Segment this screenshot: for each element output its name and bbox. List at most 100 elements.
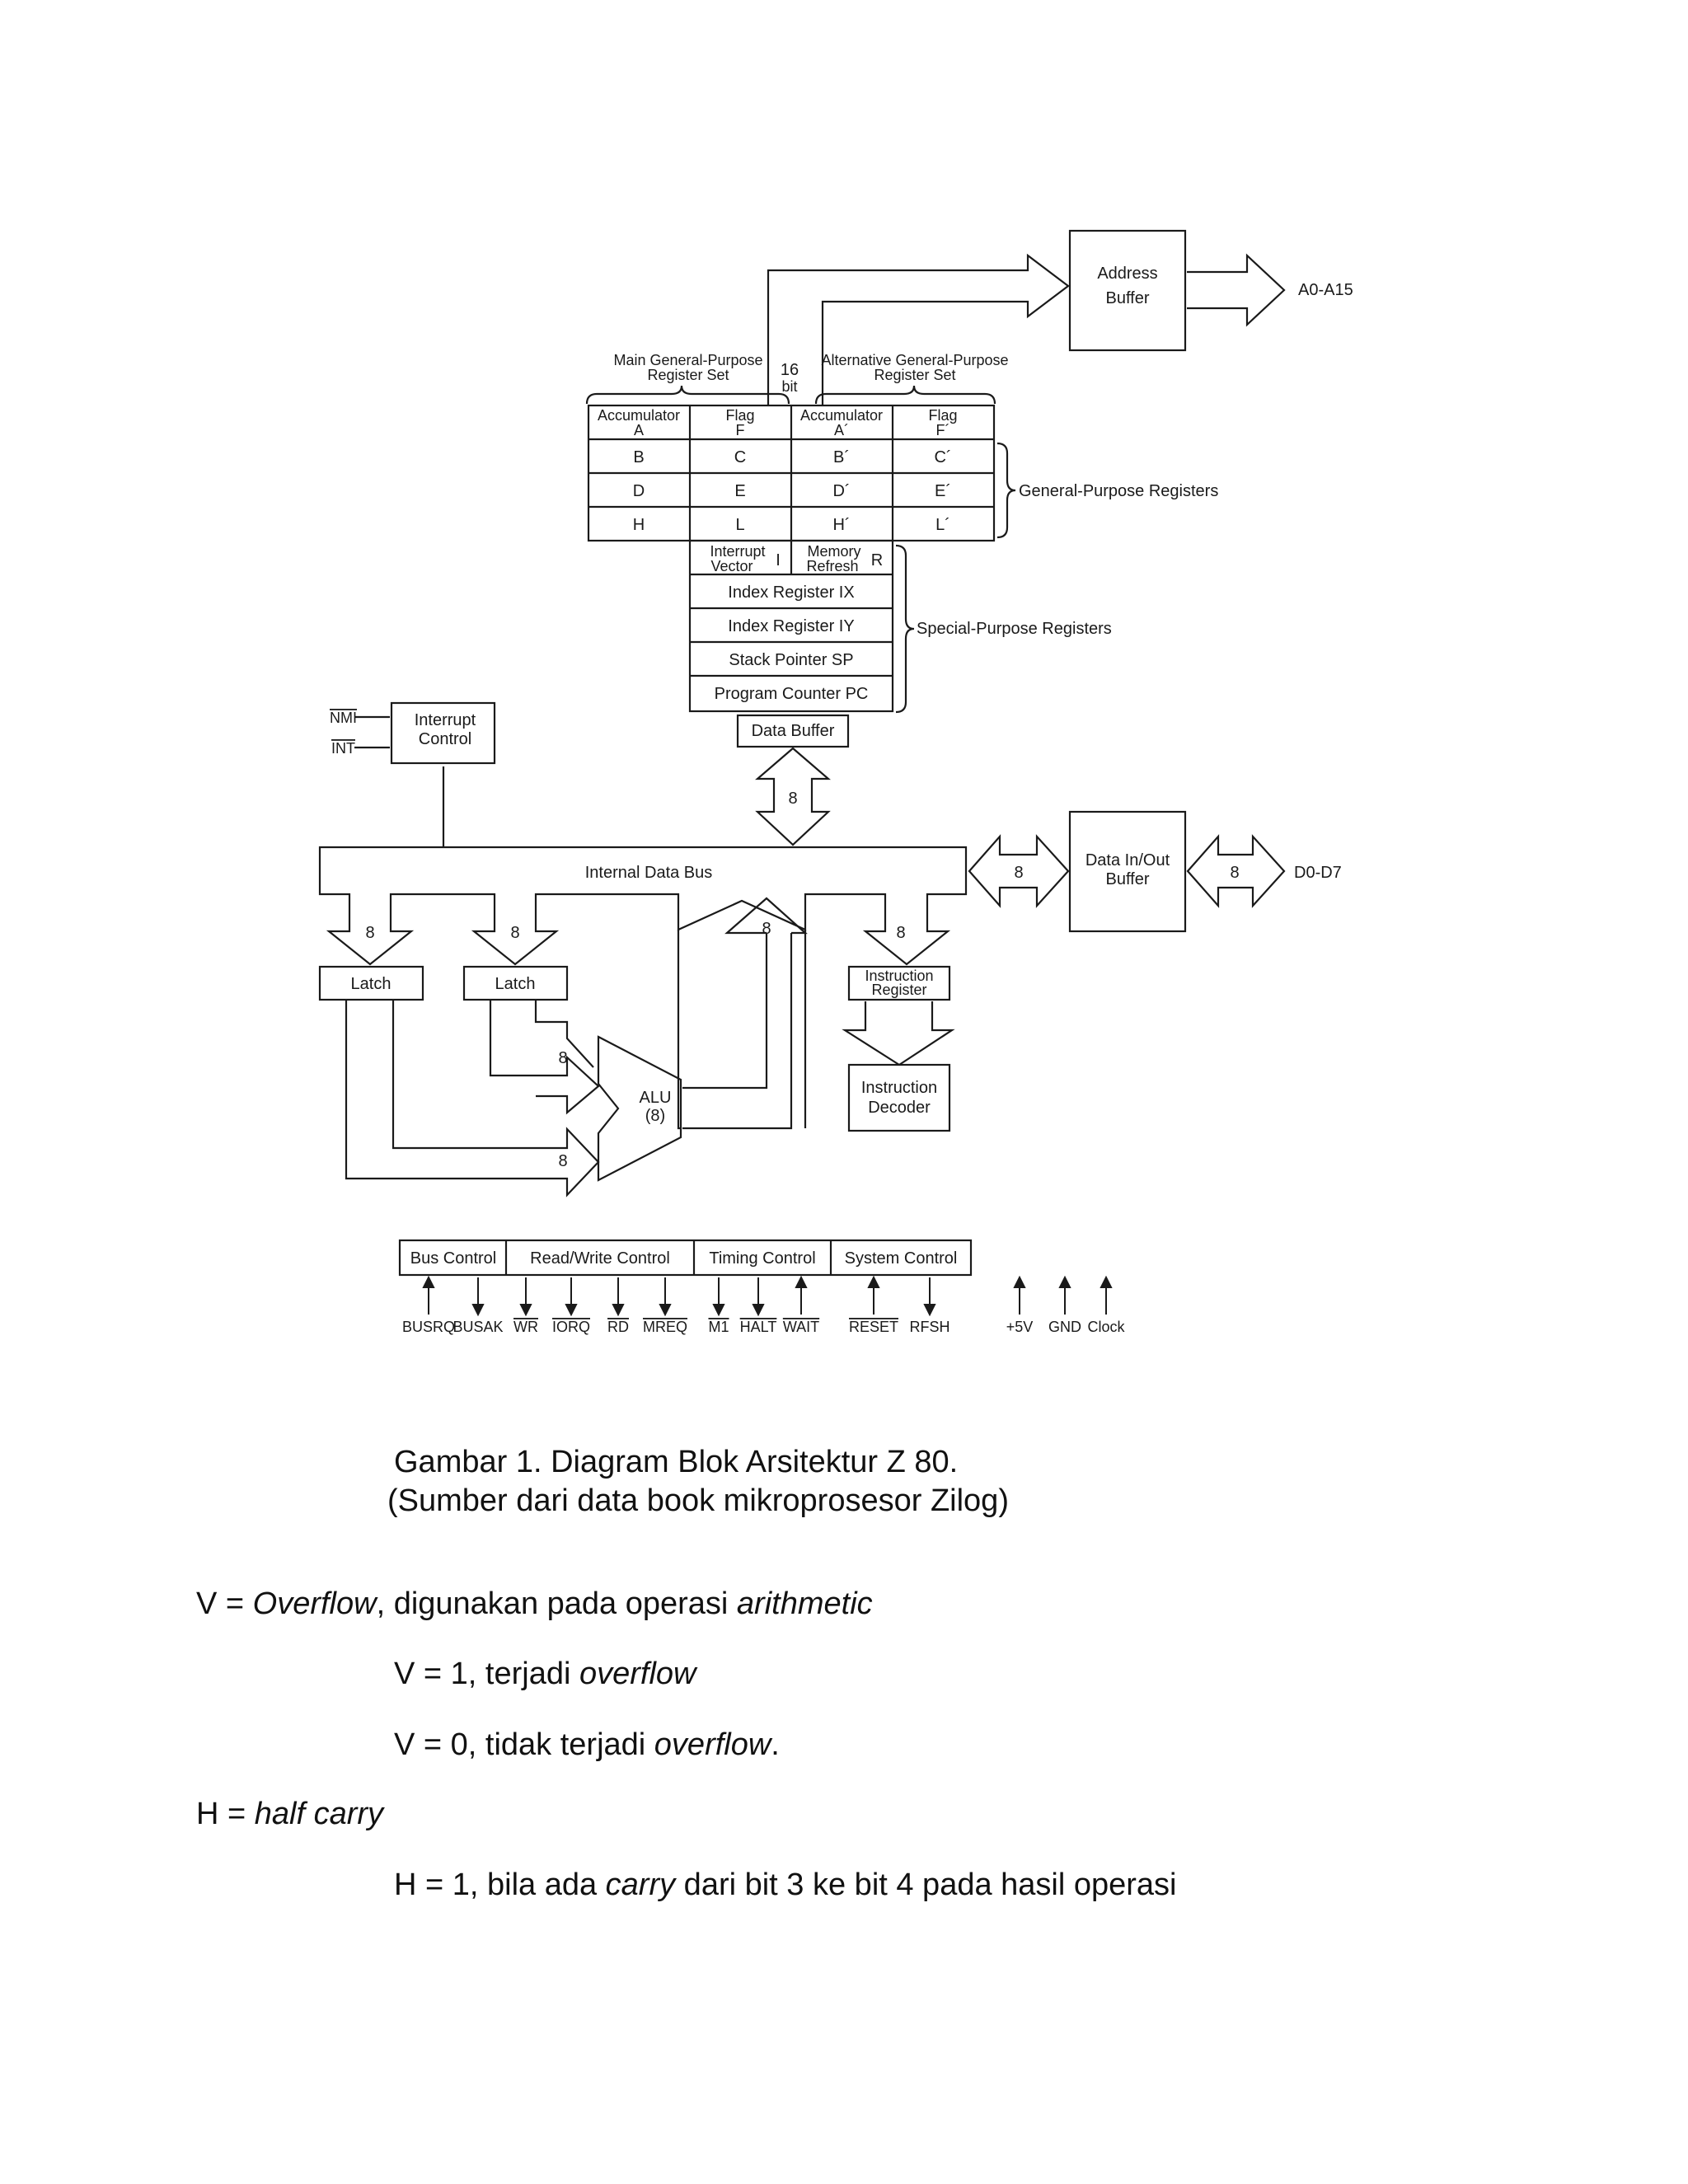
data-io-buffer-label-1: Data In/Out bbox=[1085, 851, 1170, 869]
bus-width-bit: bit bbox=[781, 378, 797, 395]
main-set-brace bbox=[585, 385, 790, 405]
internal-bus-label: Internal Data Bus bbox=[585, 864, 713, 882]
signal-wait-label: WAIT bbox=[783, 1319, 819, 1335]
reg-b: B bbox=[633, 448, 644, 466]
data-io-buffer-box bbox=[1068, 810, 1187, 933]
alt-set-label-2: Register Set bbox=[874, 367, 955, 383]
data-buffer-box bbox=[736, 714, 850, 748]
signal-busrq-label: BUSRQ bbox=[402, 1319, 455, 1335]
reg-alt-flag: Flag bbox=[928, 407, 957, 424]
index-register-ix: Index Register IX bbox=[728, 583, 854, 602]
v-equals-0: V = 0, tidak terjadi overflow. bbox=[394, 1727, 780, 1762]
alu-in-a-width: 8 bbox=[558, 1049, 567, 1067]
power-clock-head bbox=[1100, 1275, 1113, 1288]
z80-block-diagram: Address Buffer A0-A15 Main General-Purpo… bbox=[318, 229, 1353, 1335]
control-timing-label: Timing Control bbox=[709, 1249, 815, 1268]
address-out-arrow bbox=[1187, 253, 1286, 327]
power-gnd-label: GND bbox=[1048, 1319, 1081, 1335]
memory-refresh-id: R bbox=[871, 551, 883, 569]
signal-mreq-head bbox=[659, 1304, 672, 1317]
interrupt-vector-label-1: Interrupt bbox=[710, 543, 765, 560]
reg-h: H bbox=[633, 516, 645, 534]
reg-l: L bbox=[735, 516, 744, 534]
main-set-label-1: Main General-Purpose bbox=[613, 352, 762, 368]
instruction-decoder-box bbox=[847, 1063, 951, 1132]
instruction-decoder-label-2: Decoder bbox=[868, 1099, 931, 1117]
power-clock-label: Clock bbox=[1087, 1319, 1125, 1335]
alt-set-label-1: Alternative General-Purpose bbox=[821, 352, 1008, 368]
reg-c: C bbox=[734, 448, 746, 466]
address-out-label: A0-A15 bbox=[1298, 281, 1353, 299]
alu-label-1: ALU bbox=[640, 1089, 672, 1107]
figure-caption-line-1: Gambar 1. Diagram Blok Arsitektur Z 80. bbox=[394, 1445, 959, 1479]
reg-alt-d: D´ bbox=[832, 482, 850, 500]
address-buffer-box bbox=[1068, 229, 1187, 352]
memory-refresh-label-1: Memory bbox=[807, 543, 860, 560]
ir-to-decoder-arrow bbox=[842, 1001, 955, 1066]
address-buffer-label-1: Address bbox=[1097, 265, 1157, 283]
signal-wr-head bbox=[519, 1304, 532, 1317]
v-equals-1: V = 1, terjadi overflow bbox=[394, 1657, 696, 1691]
figure-caption-line-2: (Sumber dari data book mikroprosesor Zil… bbox=[387, 1483, 1009, 1518]
alu-in-b-width: 8 bbox=[558, 1152, 567, 1170]
reg-alt-f: F´ bbox=[936, 422, 950, 438]
special-purpose-label: Special-Purpose Registers bbox=[917, 620, 1112, 638]
reg-f: F bbox=[736, 422, 745, 438]
stack-pointer: Stack Pointer SP bbox=[729, 651, 853, 669]
power-5v-head bbox=[1013, 1275, 1026, 1288]
signal-reset-head bbox=[867, 1275, 880, 1288]
h-equals-1: H = 1, bila ada carry dari bit 3 ke bit … bbox=[394, 1868, 1177, 1902]
latch-1-width: 8 bbox=[365, 924, 374, 942]
alu-out-width: 8 bbox=[762, 920, 771, 938]
control-system-label: System Control bbox=[845, 1249, 958, 1268]
gp-registers-label: General-Purpose Registers bbox=[1019, 482, 1218, 500]
latch1-to-alu-arrow bbox=[345, 1000, 600, 1197]
reg-alt-c: C´ bbox=[934, 448, 951, 466]
data-buffer-bus-arrow bbox=[755, 747, 831, 846]
latch-1-box bbox=[318, 965, 424, 1001]
alu-output-bus bbox=[677, 930, 807, 1130]
signal-halt-label: HALT bbox=[740, 1319, 777, 1335]
latch-1-label: Latch bbox=[351, 975, 392, 993]
alu-shape bbox=[597, 1035, 682, 1182]
interrupt-control-box bbox=[390, 701, 496, 765]
signal-wr-label: WR bbox=[513, 1319, 538, 1335]
v-definition: V = Overflow, digunakan pada operasi ari… bbox=[196, 1586, 873, 1621]
data-buffer-label: Data Buffer bbox=[752, 722, 835, 740]
reg-alt-l: L´ bbox=[935, 516, 950, 534]
reg-alt-b: B´ bbox=[833, 448, 850, 466]
sp-registers-brace bbox=[895, 544, 915, 714]
signal-wait-head bbox=[795, 1275, 808, 1288]
bus-width-16: 16 bbox=[781, 361, 799, 379]
latch-2-box bbox=[462, 965, 569, 1001]
reg-e: E bbox=[734, 482, 745, 500]
address-buffer-label-2: Buffer bbox=[1106, 289, 1150, 307]
data-io-buffer-label-2: Buffer bbox=[1106, 870, 1150, 888]
signal-m1-label: M1 bbox=[708, 1319, 729, 1335]
io-bus-width: 8 bbox=[1014, 864, 1023, 882]
gp-registers-brace bbox=[996, 442, 1016, 539]
instruction-register-label-2: Register bbox=[871, 982, 926, 998]
memory-refresh-label-2: Refresh bbox=[806, 558, 858, 574]
interrupt-control-label-2: Control bbox=[419, 730, 471, 748]
reg-flag: Flag bbox=[725, 407, 754, 424]
signal-m1-head bbox=[712, 1304, 725, 1317]
io-to-pins-arrow bbox=[1186, 834, 1286, 908]
data-buffer-width: 8 bbox=[788, 790, 797, 808]
control-bar bbox=[398, 1239, 973, 1277]
alt-set-brace bbox=[814, 385, 996, 405]
reg-alt-a: A´ bbox=[834, 422, 849, 438]
latch-2-width: 8 bbox=[510, 924, 519, 942]
signal-iorq-label: IORQ bbox=[552, 1319, 590, 1335]
signal-iorq-head bbox=[565, 1304, 578, 1317]
interrupt-control-label-1: Interrupt bbox=[415, 711, 476, 729]
power-arrows bbox=[1013, 1275, 1113, 1315]
instruction-register-box bbox=[847, 965, 951, 1001]
signal-rfsh-head bbox=[923, 1304, 936, 1317]
control-rw-label: Read/Write Control bbox=[530, 1249, 670, 1268]
interrupt-vector-id: I bbox=[776, 551, 781, 569]
power-5v-label: +5V bbox=[1006, 1319, 1034, 1335]
reg-alt-h: H´ bbox=[832, 516, 850, 534]
signal-rd-head bbox=[612, 1304, 625, 1317]
data-out-label: D0-D7 bbox=[1294, 864, 1342, 882]
